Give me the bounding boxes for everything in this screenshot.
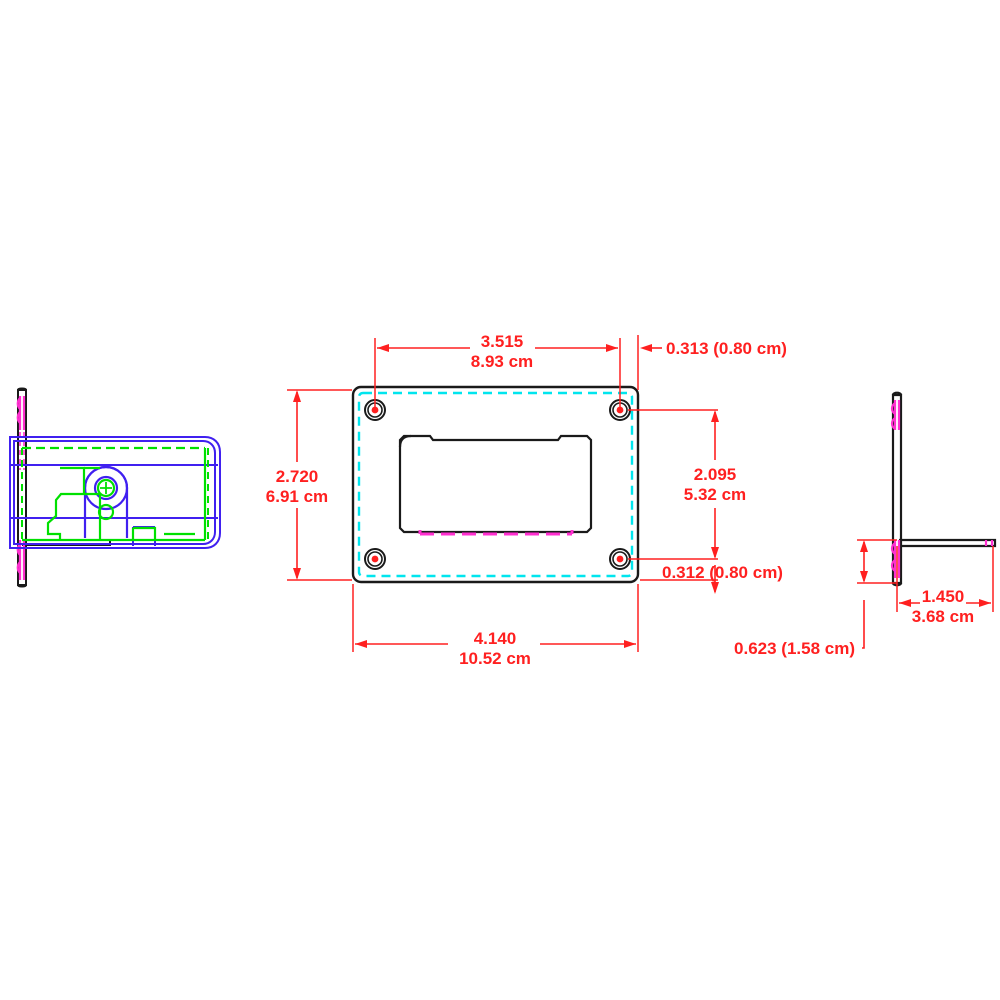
front-plate-outline [351, 385, 640, 584]
dim-profile-height [860, 540, 868, 583]
side-section-view [9, 387, 221, 588]
dim-bottom-offset-label: 0.312 (0.80 cm) [662, 563, 783, 582]
front-plate-hidden-boundary [357, 391, 634, 578]
front-view [351, 385, 640, 584]
front-mounting-holes [364, 399, 631, 570]
edge-profile-view [890, 391, 997, 587]
dim-top-width [377, 344, 618, 352]
dim-left-height-inch: 2.720 [276, 467, 319, 486]
leader-profile-height [862, 600, 865, 649]
dimension-annotations [287, 335, 994, 652]
side-view-plate-outline [17, 387, 111, 588]
dim-right-height [711, 410, 719, 559]
dim-top-width-inch: 3.515 [481, 332, 524, 351]
dim-bottom-offset [711, 565, 719, 594]
profile-hidden-edges-magenta [890, 400, 994, 578]
dim-profile-depth-inch: 1.450 [922, 587, 965, 606]
front-center-recess [398, 434, 593, 534]
side-view-body-outline-blue [9, 436, 221, 549]
side-view-hidden-edges-magenta [16, 396, 26, 580]
front-hidden-edge-ticks [418, 530, 574, 534]
dim-top-offset [640, 344, 662, 352]
dim-top-width-cm: 8.93 cm [471, 352, 533, 371]
dim-overall-width-inch: 4.140 [474, 629, 517, 648]
dim-profile-height-label: 0.623 (1.58 cm) [734, 639, 855, 658]
dim-overall-width [352, 584, 639, 652]
profile-horizontal-flange [899, 538, 997, 548]
dim-profile-depth-cm: 3.68 cm [912, 607, 974, 626]
mounting-hole-bottom-left [364, 548, 386, 570]
dim-overall-width-cm: 10.52 cm [459, 649, 531, 668]
profile-top-cap [891, 391, 903, 396]
side-view-internal-detail-green [21, 446, 209, 542]
mounting-hole-bottom-right [609, 548, 631, 570]
dim-profile-depth [896, 546, 994, 612]
dim-right-height-cm: 5.32 cm [684, 485, 746, 504]
dim-left-height [287, 389, 352, 581]
dim-right-height-inch: 2.095 [694, 465, 737, 484]
dim-top-offset-label: 0.313 (0.80 cm) [666, 339, 787, 358]
dim-left-height-cm: 6.91 cm [266, 487, 328, 506]
